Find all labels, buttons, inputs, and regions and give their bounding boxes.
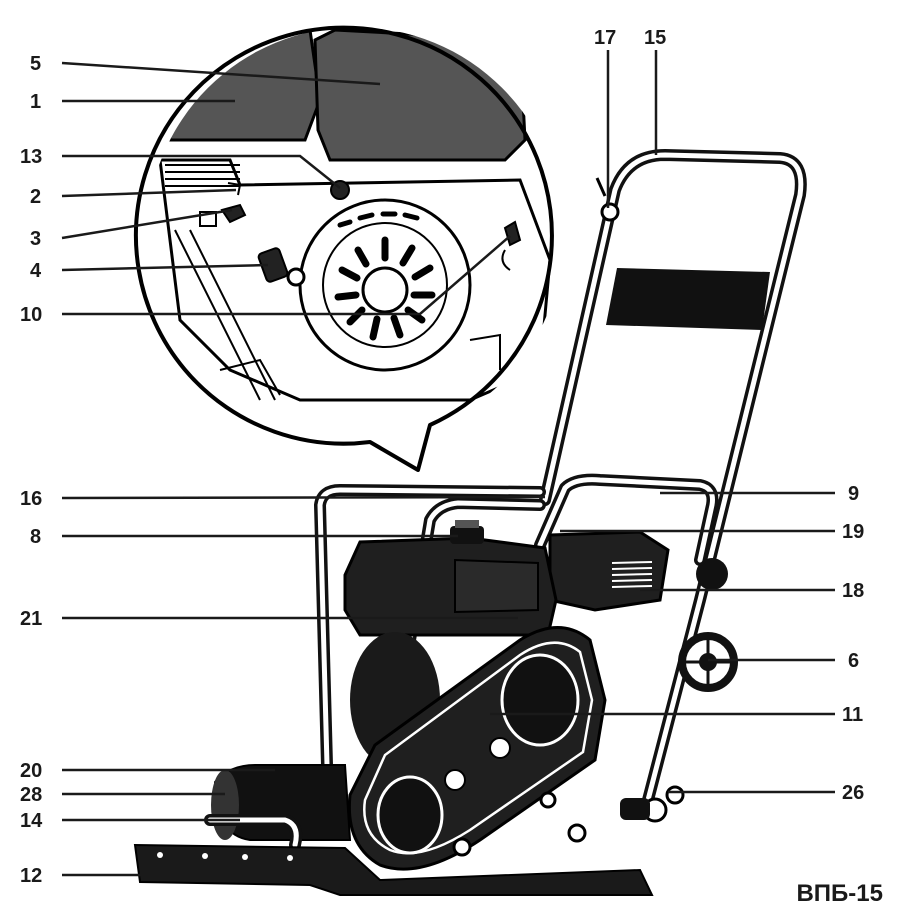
callout-12: 12 (20, 865, 42, 887)
callout-8: 8 (30, 526, 41, 548)
callout-20: 20 (20, 760, 42, 782)
callout-6: 6 (848, 650, 859, 672)
callout-2: 2 (30, 186, 41, 208)
callout-15: 15 (644, 27, 666, 49)
model-label: ВПБ-15 (796, 880, 883, 907)
callout-4: 4 (30, 260, 42, 282)
compactor-machine (133, 149, 807, 896)
callout-26: 26 (842, 782, 864, 804)
callout-5: 5 (30, 53, 41, 75)
callout-9: 9 (848, 483, 859, 505)
callout-28: 28 (20, 784, 42, 806)
leader-lines (61, 50, 835, 877)
detail-magnifier (134, 25, 554, 472)
callout-13: 13 (20, 146, 42, 168)
callout-3: 3 (30, 228, 41, 250)
callout-16: 16 (20, 488, 42, 510)
callout-numbers: 5 1 13 2 3 4 10 17 15 16 8 21 20 28 14 1… (20, 27, 864, 887)
callout-14: 14 (20, 810, 43, 832)
callout-21: 21 (20, 608, 42, 630)
callout-11: 11 (842, 704, 863, 726)
callout-17: 17 (594, 27, 616, 49)
callout-10: 10 (20, 304, 42, 326)
callout-18: 18 (842, 580, 864, 602)
callout-19: 19 (842, 521, 864, 543)
callout-1: 1 (30, 91, 41, 113)
